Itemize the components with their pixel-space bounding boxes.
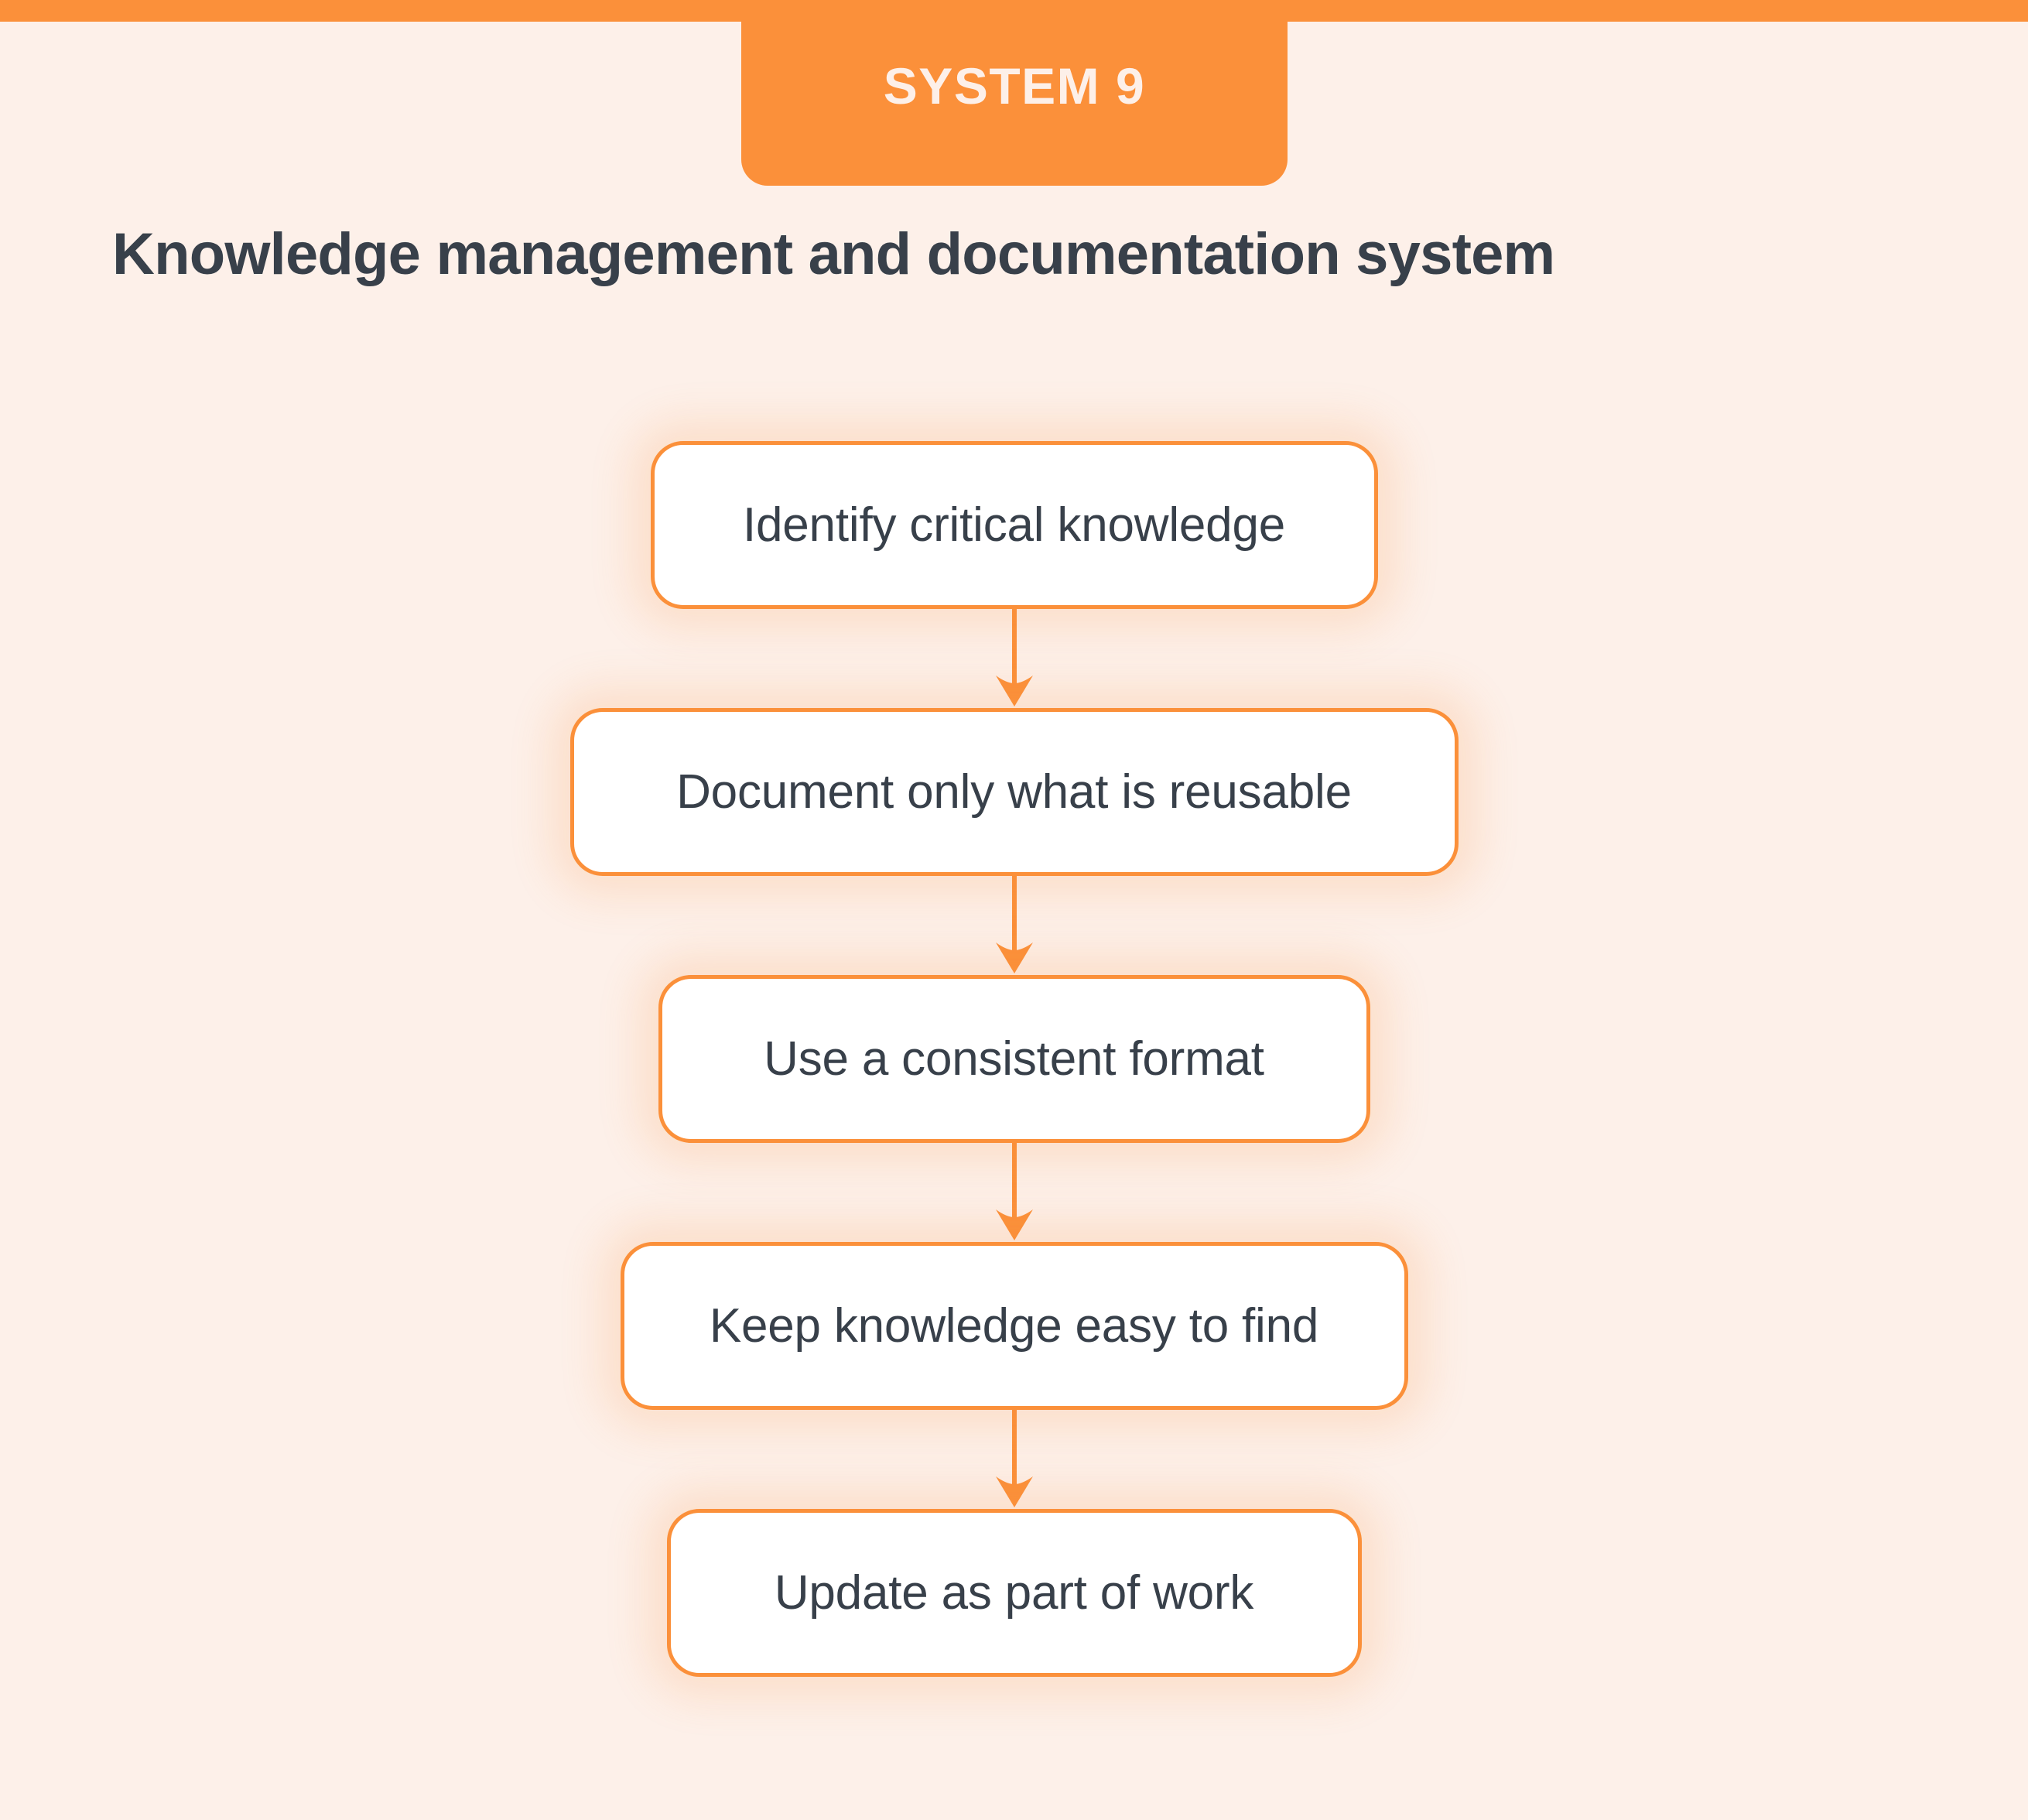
flow-step-1[interactable]: Identify critical knowledge <box>650 441 1378 609</box>
flow-step-3[interactable]: Use a consistent format <box>658 975 1370 1143</box>
flowchart: Identify critical knowledge Document onl… <box>0 441 2028 1677</box>
flow-step-label: Use a consistent format <box>764 1031 1264 1086</box>
down-arrow-icon <box>995 1143 1033 1240</box>
down-arrow-icon <box>995 1410 1033 1507</box>
down-arrow-icon <box>995 876 1033 973</box>
flow-step-label: Keep knowledge easy to find <box>709 1298 1319 1353</box>
flow-connector-3-to-4 <box>991 1143 1038 1242</box>
flow-step-5[interactable]: Update as part of work <box>666 1509 1362 1677</box>
system-badge: SYSTEM 9 <box>741 0 1288 186</box>
flow-step-4[interactable]: Keep knowledge easy to find <box>620 1242 1408 1410</box>
flow-step-label: Document only what is reusable <box>676 765 1352 819</box>
flow-step-2[interactable]: Document only what is reusable <box>569 708 1459 876</box>
page-title: Knowledge management and documentation s… <box>112 221 1555 287</box>
system-badge-label: SYSTEM 9 <box>883 57 1146 115</box>
flow-connector-1-to-2 <box>991 609 1038 708</box>
flow-connector-2-to-3 <box>991 876 1038 975</box>
down-arrow-icon <box>995 609 1033 706</box>
flow-step-label: Identify critical knowledge <box>742 498 1286 552</box>
flow-step-label: Update as part of work <box>774 1565 1254 1620</box>
flow-connector-4-to-5 <box>991 1410 1038 1509</box>
